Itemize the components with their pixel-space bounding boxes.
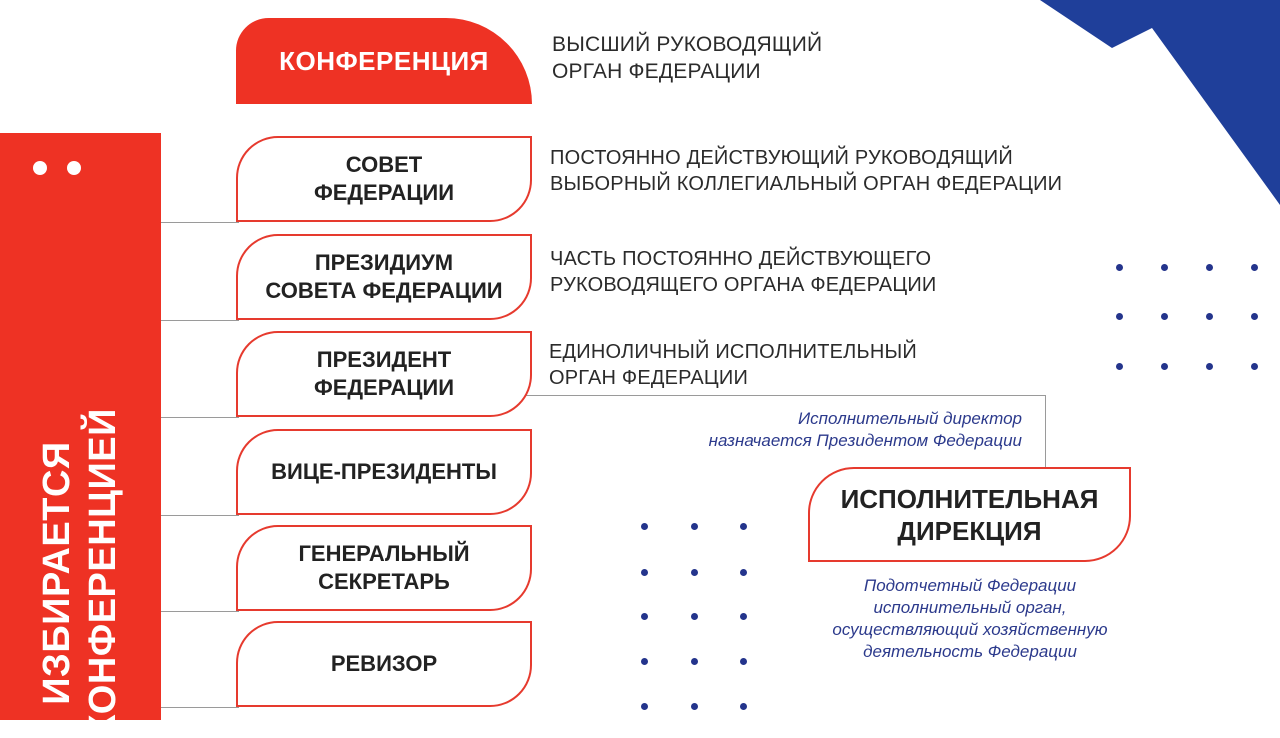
decor-dot [1160, 263, 1168, 271]
connector-line [161, 222, 239, 223]
executive-directorate-label: ИСПОЛНИТЕЛЬНАЯ ДИРЕКЦИЯ [840, 483, 1099, 546]
decor-dot [1250, 312, 1258, 320]
decor-dot [1250, 263, 1258, 271]
president-label: ПРЕЗИДЕНТ ФЕДЕРАЦИИ [313, 347, 455, 400]
presidium-description: ЧАСТЬ ПОСТОЯННО ДЕЙСТВУЮЩЕГО РУКОВОДЯЩЕГ… [550, 248, 937, 296]
auditor-pill: РЕВИЗОР [236, 621, 532, 707]
exec-connector-line [520, 395, 1045, 396]
decor-dot [1205, 263, 1213, 271]
conference-description: ВЫСШИЙ РУКОВОДЯЩИЙ ОРГАН ФЕДЕРАЦИИ [552, 33, 823, 83]
corner-decoration [1040, 0, 1280, 205]
connector-line [161, 417, 239, 418]
decor-dot [1250, 362, 1258, 370]
decor-dot [739, 657, 747, 665]
decor-dot [1205, 362, 1213, 370]
decor-dot [1115, 312, 1123, 320]
decor-dot [640, 657, 648, 665]
presidium-label: ПРЕЗИДИУМ СОВЕТА ФЕДЕРАЦИИ [265, 250, 503, 303]
decor-dot [1205, 312, 1213, 320]
conference-pill: КОНФЕРЕНЦИЯ [236, 18, 532, 104]
decor-dot [739, 612, 747, 620]
general-secretary-pill: ГЕНЕРАЛЬНЫЙ СЕКРЕТАРЬ [236, 525, 532, 611]
side-dot [33, 161, 47, 175]
exec-appointment-note: Исполнительный директор назначается През… [708, 409, 1022, 450]
decor-dot [690, 522, 698, 530]
conference-label: КОНФЕРЕНЦИЯ [279, 45, 489, 76]
vice-presidents-label: ВИЦЕ-ПРЕЗИДЕНТЫ [271, 459, 497, 484]
general-secretary-label: ГЕНЕРАЛЬНЫЙ СЕКРЕТАРЬ [298, 541, 470, 594]
decor-dot [739, 568, 747, 576]
decor-dot [640, 522, 648, 530]
president-description: ЕДИНОЛИЧНЫЙ ИСПОЛНИТЕЛЬНЫЙ ОРГАН ФЕДЕРАЦ… [549, 341, 917, 389]
side-dot [67, 161, 81, 175]
decor-dot [739, 522, 747, 530]
decor-dot [1160, 312, 1168, 320]
decor-dot [690, 568, 698, 576]
executive-directorate-description: Подотчетный Федерации исполнительный орг… [832, 576, 1108, 661]
council-label: СОВЕТ ФЕДЕРАЦИИ [313, 152, 455, 205]
council-description: ПОСТОЯННО ДЕЙСТВУЮЩИЙ РУКОВОДЯЩИЙ ВЫБОРН… [550, 147, 1063, 195]
side-label-line2: КОНФЕРЕНЦИЕЙ [82, 408, 124, 738]
decor-dot [1160, 362, 1168, 370]
decor-dot [739, 702, 747, 710]
presidium-pill: ПРЕЗИДИУМ СОВЕТА ФЕДЕРАЦИИ [236, 234, 532, 320]
connector-line [161, 707, 239, 708]
decor-dot [690, 657, 698, 665]
executive-directorate-pill: ИСПОЛНИТЕЛЬНАЯ ДИРЕКЦИЯ [808, 467, 1131, 562]
side-label-line1: ИЗБИРАЕТСЯ [36, 441, 78, 705]
decor-dot [1115, 263, 1123, 271]
decor-dot [640, 612, 648, 620]
exec-connector-line [1045, 395, 1046, 467]
auditor-label: РЕВИЗОР [330, 651, 438, 676]
decor-dot [690, 702, 698, 710]
council-pill: СОВЕТ ФЕДЕРАЦИИ [236, 136, 532, 222]
president-pill: ПРЕЗИДЕНТ ФЕДЕРАЦИИ [236, 331, 532, 417]
decor-dot [640, 568, 648, 576]
vice-presidents-pill: ВИЦЕ-ПРЕЗИДЕНТЫ [236, 429, 532, 515]
side-label: ИЗБИРАЕТСЯ КОНФЕРЕНЦИЕЙ [34, 408, 126, 738]
connector-line [161, 320, 239, 321]
connector-line [161, 611, 239, 612]
decor-dot [1115, 362, 1123, 370]
decor-dot [640, 702, 648, 710]
connector-line [161, 515, 239, 516]
side-bar: ИЗБИРАЕТСЯ КОНФЕРЕНЦИЕЙ [0, 133, 161, 738]
decor-dot [690, 612, 698, 620]
